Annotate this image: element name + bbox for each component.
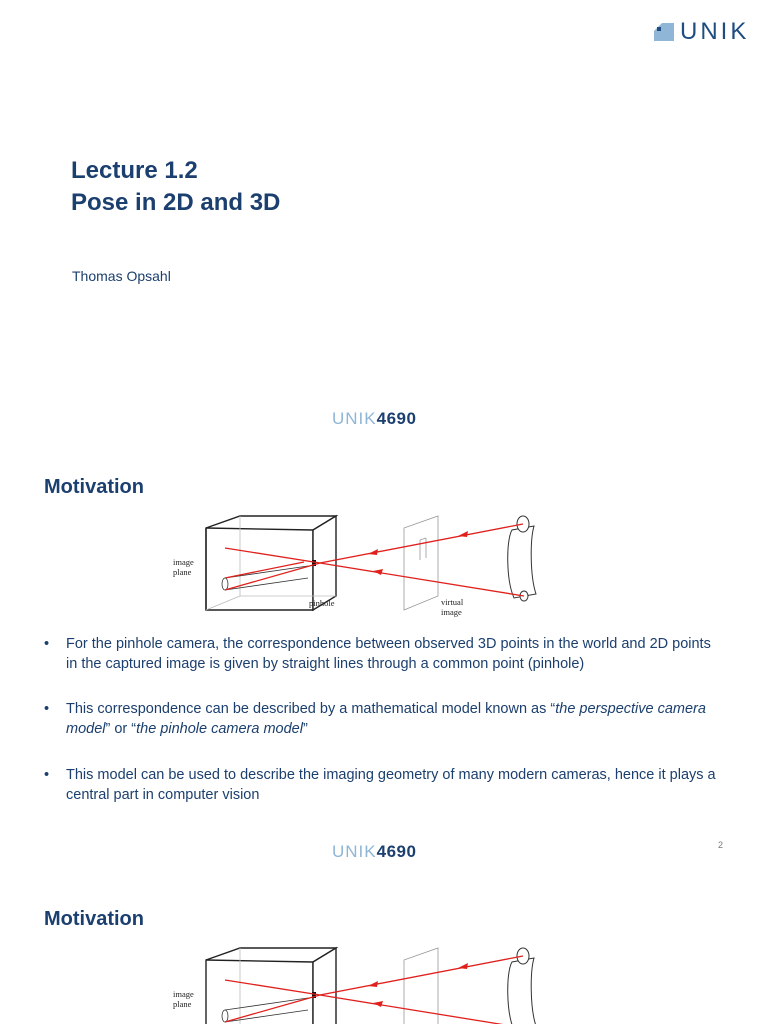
bullet-item: • For the pinhole camera, the correspond… <box>44 634 724 674</box>
unik-logo: UNIK <box>652 18 756 45</box>
label-image-plane: image <box>173 989 194 999</box>
course-code: UNIK4690 <box>332 409 416 429</box>
bullet-text-part: ” <box>302 721 308 737</box>
bullet-item: • This correspondence can be described b… <box>44 699 724 739</box>
bullet-text: This model can be used to describe the i… <box>66 767 716 803</box>
pinhole-camera-diagram: image plane pinhole virtual image <box>173 514 537 617</box>
bullet-text: This correspondence can be described by … <box>66 699 724 739</box>
bullet-text-part: ” or “ <box>105 721 137 737</box>
unik-logo-mark-icon <box>654 23 674 41</box>
pinhole-camera-diagram: image plane <box>173 946 536 1024</box>
label-image-plane-2: plane <box>173 999 192 1009</box>
page-number: 2 <box>718 840 724 850</box>
slide-heading: Motivation <box>44 908 144 930</box>
logo-text: UNIK <box>680 18 750 45</box>
title-line-2: Pose in 2D and 3D <box>71 189 281 216</box>
lecture-title: Lecture 1.2 Pose in 2D and 3D <box>71 155 280 219</box>
bullet-item: • This model can be used to describe the… <box>44 765 724 805</box>
course-number: 4690 <box>376 409 417 428</box>
course-number: 4690 <box>376 842 417 861</box>
bullet-marker: • <box>44 767 50 783</box>
course-code: UNIK4690 <box>332 842 416 862</box>
course-prefix: UNIK <box>332 842 377 861</box>
label-image-plane-2: plane <box>173 567 192 577</box>
title-line-1: Lecture 1.2 <box>71 157 198 184</box>
slide-heading: Motivation <box>44 476 144 498</box>
bullet-text-italic: the perspective camera model <box>66 701 706 737</box>
label-image-plane: image <box>173 557 194 567</box>
bullet-text-italic: the pinhole camera model <box>136 721 303 737</box>
label-virtual-image: image <box>441 607 462 617</box>
bullet-text: For the pinhole camera, the corresponden… <box>66 636 711 672</box>
course-prefix: UNIK <box>332 409 377 428</box>
author-name: Thomas Opsahl <box>72 268 171 284</box>
label-virtual: virtual <box>441 597 464 607</box>
label-pinhole: pinhole <box>309 598 335 608</box>
bullet-marker: • <box>44 636 50 652</box>
bullet-text-part: This correspondence can be described by … <box>66 701 556 717</box>
bullet-marker: • <box>44 701 50 717</box>
